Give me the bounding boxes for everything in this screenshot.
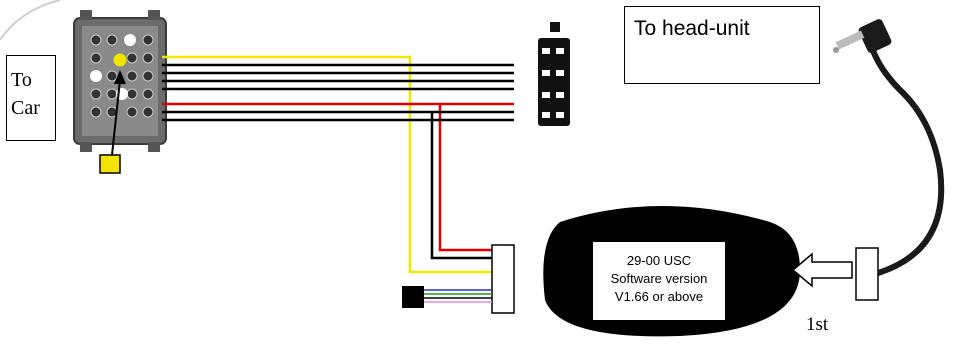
decorative-arc xyxy=(0,0,61,41)
to-car-label: To Car xyxy=(11,66,40,122)
left-arrow-icon xyxy=(791,252,853,288)
to-head-unit-box: To head-unit xyxy=(624,6,820,84)
main-wires xyxy=(162,55,514,274)
interface-model: 29-00 USC xyxy=(626,253,692,268)
multi-pin-plug xyxy=(538,22,570,126)
interface-label: 29-00 USC Software version V1.66 or abov… xyxy=(593,242,725,320)
black-connector-square xyxy=(402,286,424,308)
to-car-label-box: To Car xyxy=(6,55,56,141)
interface-software: Software version xyxy=(610,271,708,286)
interface-version: V1.66 or above xyxy=(614,289,704,304)
jack-plug-body xyxy=(855,247,879,301)
small-wires xyxy=(424,289,492,303)
yellow-marker-square xyxy=(99,154,121,174)
first-label: 1st xyxy=(806,314,829,335)
to-car-line1: To xyxy=(11,69,32,91)
harness-plug xyxy=(491,244,515,314)
to-head-unit-label: To head-unit xyxy=(634,17,750,40)
yellow-pin xyxy=(112,52,128,68)
audio-cable xyxy=(869,46,945,276)
jack-3-5mm xyxy=(833,19,892,53)
pin-pointer-arrow xyxy=(111,70,126,156)
to-car-line2: Car xyxy=(11,97,40,119)
